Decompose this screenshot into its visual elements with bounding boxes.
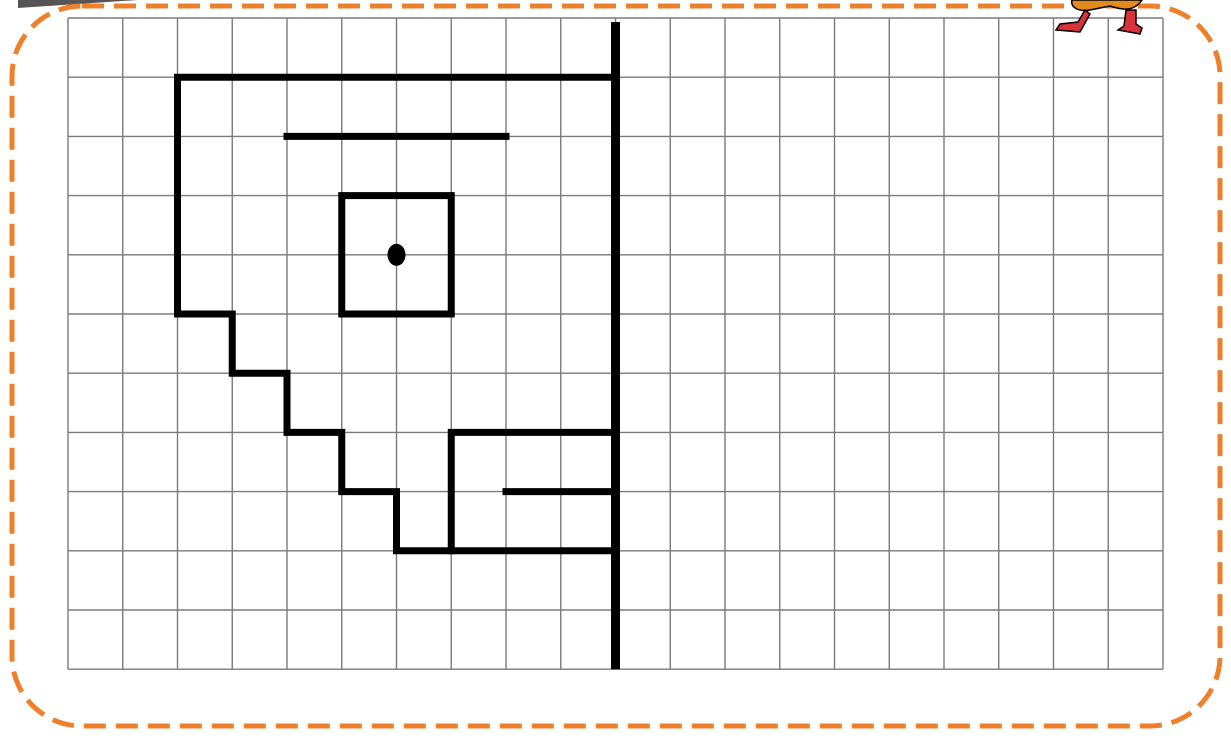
corner-character-icon xyxy=(1056,0,1142,34)
eye-dot xyxy=(388,244,406,266)
